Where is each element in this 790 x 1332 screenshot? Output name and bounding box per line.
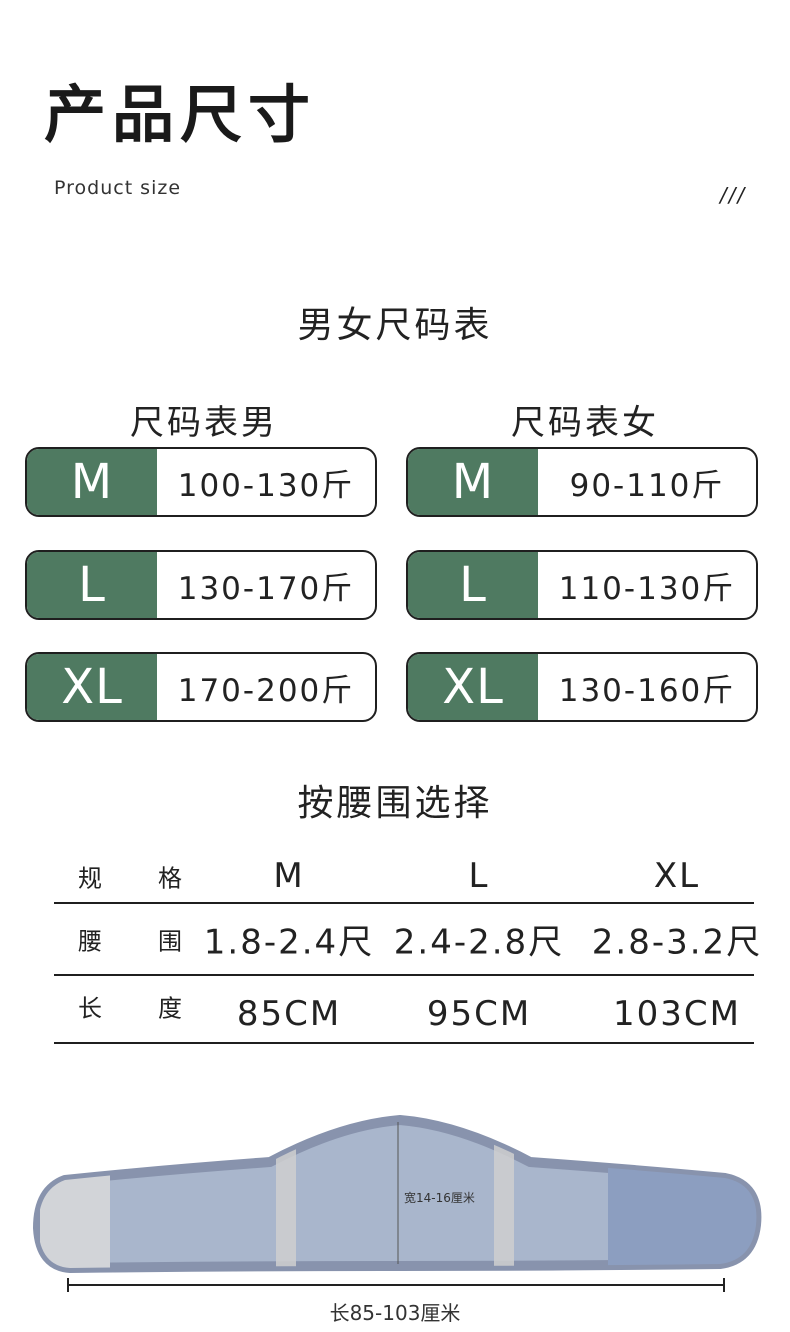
men-size-row: L 130-170斤 bbox=[25, 550, 377, 620]
men-chart-title: 尺码表男 bbox=[130, 403, 278, 443]
belt-length-label: 长85-103厘米 bbox=[329, 1301, 461, 1325]
size-label: XL bbox=[27, 654, 157, 720]
table-cell: 103CM bbox=[613, 994, 741, 1035]
table-cell: 85CM bbox=[236, 994, 342, 1035]
waist-size-table: 规 格 M L XL 腰 围 1.8-2.4尺 2.4-2.8尺 2.8-3.2… bbox=[54, 850, 760, 1044]
column-header-xl: XL bbox=[653, 856, 701, 896]
table-row: 腰 围 1.8-2.4尺 2.4-2.8尺 2.8-3.2尺 bbox=[54, 904, 760, 976]
size-label: M bbox=[408, 449, 538, 515]
men-size-row: XL 170-200斤 bbox=[25, 652, 377, 722]
row-label-char: 度 bbox=[158, 994, 182, 1023]
belt-strap-right bbox=[494, 1130, 514, 1268]
decorative-slashes: /// bbox=[720, 183, 747, 207]
women-size-row: M 90-110斤 bbox=[406, 447, 758, 517]
table-cell: 1.8-2.4尺 bbox=[203, 922, 375, 963]
weight-range: 110-130斤 bbox=[558, 570, 736, 607]
size-chart-heading: 男女尺码表 bbox=[297, 305, 493, 346]
column-header-l: L bbox=[468, 856, 490, 896]
belt-strap-left bbox=[276, 1130, 296, 1268]
size-label: L bbox=[408, 552, 538, 618]
table-cell: 2.8-3.2尺 bbox=[591, 922, 763, 963]
men-size-row: M 100-130斤 bbox=[25, 447, 377, 517]
women-size-row: L 110-130斤 bbox=[406, 550, 758, 620]
row-label-char: 围 bbox=[158, 927, 182, 956]
page-title: 产品尺寸 bbox=[44, 78, 317, 151]
waist-table-heading: 按腰围选择 bbox=[297, 783, 493, 824]
weight-range: 100-130斤 bbox=[177, 467, 355, 504]
weight-range: 130-170斤 bbox=[177, 570, 355, 607]
weight-range: 90-110斤 bbox=[569, 467, 725, 504]
waist-belt-illustration bbox=[32, 1114, 762, 1292]
table-cell: 2.4-2.8尺 bbox=[393, 922, 565, 963]
row-label-char: 规 bbox=[78, 864, 102, 893]
women-chart-title: 尺码表女 bbox=[511, 403, 659, 443]
size-label: XL bbox=[408, 654, 538, 720]
page-subtitle: Product size bbox=[54, 177, 182, 199]
row-label-char: 长 bbox=[78, 994, 102, 1023]
belt-width-label: 宽14-16厘米 bbox=[404, 1191, 475, 1205]
row-label-char: 格 bbox=[158, 864, 182, 893]
women-size-row: XL 130-160斤 bbox=[406, 652, 758, 722]
size-label: M bbox=[27, 449, 157, 515]
weight-range: 130-160斤 bbox=[558, 672, 736, 709]
row-label-char: 腰 bbox=[78, 927, 102, 956]
weight-range: 170-200斤 bbox=[177, 672, 355, 709]
table-cell: 95CM bbox=[426, 994, 532, 1035]
column-header-m: M bbox=[273, 856, 305, 896]
belt-end-tab-right bbox=[608, 1160, 757, 1268]
size-label: L bbox=[27, 552, 157, 618]
table-row: 长 度 85CM 95CM 103CM bbox=[54, 976, 754, 1044]
table-header-row: 规 格 M L XL bbox=[54, 850, 754, 904]
